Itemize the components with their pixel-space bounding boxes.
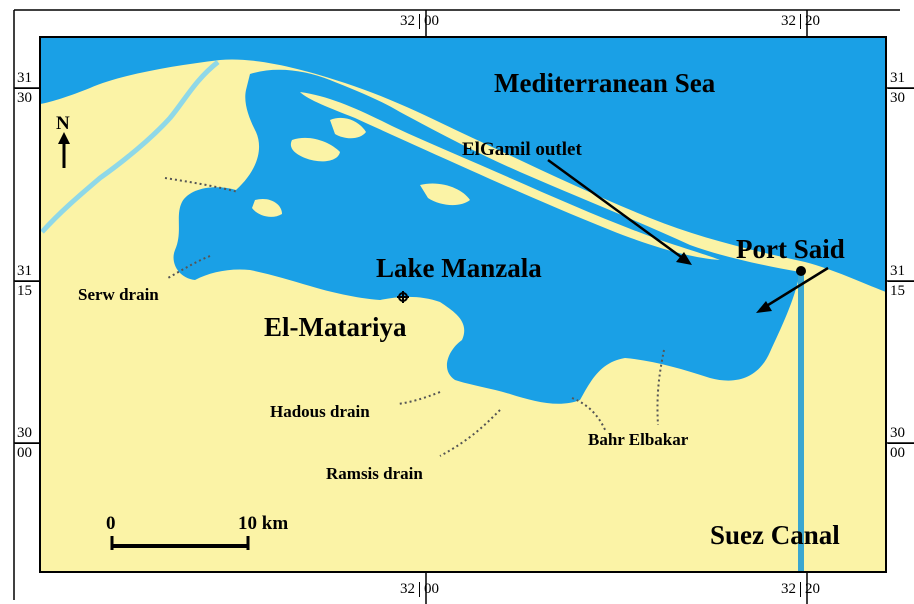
- sea-label: Mediterranean Sea: [494, 68, 716, 98]
- outlet-label: ElGamil outlet: [462, 139, 582, 160]
- island: [252, 198, 282, 217]
- barrier-island: [300, 92, 720, 260]
- ramsis-drain-label: Ramsis drain: [326, 464, 423, 483]
- scale-start-label: 0: [106, 513, 116, 534]
- hadous-drain-label: Hadous drain: [270, 402, 370, 421]
- lat-deg: 30: [890, 425, 905, 441]
- lat-min: 30: [15, 88, 41, 108]
- lon-top-left: 32 00: [396, 14, 443, 29]
- lat-min: 15: [15, 281, 41, 301]
- elgamil-arrow-head: [676, 252, 692, 265]
- lon-top-right: 32 20: [777, 14, 824, 29]
- lat-deg: 31: [890, 263, 905, 279]
- lat-min: 15: [888, 281, 914, 301]
- lake-label: Lake Manzala: [376, 253, 542, 283]
- lat-min: 30: [888, 88, 914, 108]
- north-arrow-icon: [58, 132, 70, 168]
- map-frame: [39, 36, 887, 573]
- bahr-elbakar-line-2: [656, 349, 665, 426]
- lat-deg: 31: [890, 70, 905, 86]
- city-label: El-Matariya: [264, 312, 407, 342]
- lon-deg: 32: [400, 13, 415, 29]
- ramsis-drain-line: [439, 409, 501, 457]
- lon-bottom-right: 32 20: [777, 582, 824, 597]
- lat-deg: 31: [17, 70, 32, 86]
- suez-canal-label: Suez Canal: [710, 520, 840, 550]
- scale-bar: [110, 536, 250, 550]
- el-matariya-marker: [397, 291, 409, 303]
- lat-deg: 30: [17, 425, 32, 441]
- scale-end-label: 10 km: [238, 513, 289, 534]
- island: [290, 137, 340, 162]
- serw-drain-label: Serw drain: [78, 285, 159, 304]
- lat-min: 00: [888, 443, 914, 463]
- port-said-label: Port Said: [736, 234, 845, 264]
- bahr-elbakar-line-1: [571, 397, 607, 433]
- elgamil-arrow-line: [547, 158, 689, 264]
- lat-deg: 31: [17, 263, 32, 279]
- lon-deg: 32: [781, 13, 796, 29]
- island: [330, 117, 366, 139]
- lat-min: 00: [15, 443, 41, 463]
- lon-min: 20: [800, 14, 824, 29]
- island: [420, 183, 470, 206]
- lon-min: 00: [419, 14, 443, 29]
- lon-deg: 32: [781, 581, 796, 597]
- port-said-arrow-head: [756, 301, 772, 313]
- bahr-elbakar-label: Bahr Elbakar: [588, 430, 689, 449]
- sea-area: [40, 37, 886, 292]
- lon-deg: 32: [400, 581, 415, 597]
- hadous-drain-line: [397, 391, 441, 405]
- lon-min: 00: [419, 582, 443, 597]
- river: [40, 60, 220, 234]
- north-label: N: [56, 113, 70, 134]
- lon-bottom-left: 32 00: [396, 582, 443, 597]
- port-said-arrow-line: [759, 266, 829, 312]
- port-said-marker: [796, 266, 806, 276]
- lon-min: 20: [800, 582, 824, 597]
